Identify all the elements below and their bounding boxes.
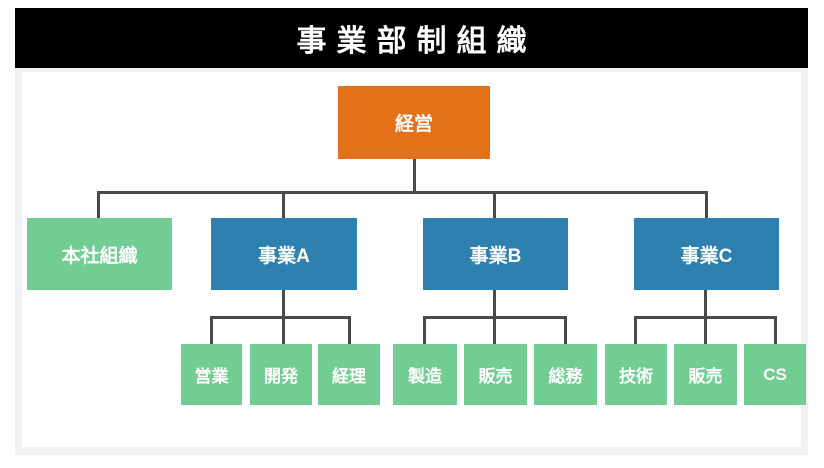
page-title: 事業部制組織: [296, 25, 537, 58]
org-node-a-sales: 営業: [181, 344, 242, 405]
org-node-b-sales: 販売: [464, 344, 527, 405]
org-node-a-accounting: 経理: [318, 344, 380, 405]
org-node-division-c: 事業C: [634, 218, 779, 290]
org-node-a-development: 開発: [250, 344, 312, 405]
org-node-c-technology: 技術: [605, 344, 667, 405]
org-node-c-sales: 販売: [674, 344, 737, 405]
title-bar: 事業部制組織: [15, 8, 808, 68]
org-node-c-cs: CS: [744, 344, 806, 405]
org-node-division-a: 事業A: [211, 218, 357, 290]
org-node-b-general-affairs: 総務: [534, 344, 597, 405]
org-node-b-manufacturing: 製造: [393, 344, 457, 405]
org-node-management: 経営: [338, 86, 490, 159]
org-node-headquarters: 本社組織: [27, 218, 172, 290]
org-node-division-b: 事業B: [423, 218, 568, 290]
